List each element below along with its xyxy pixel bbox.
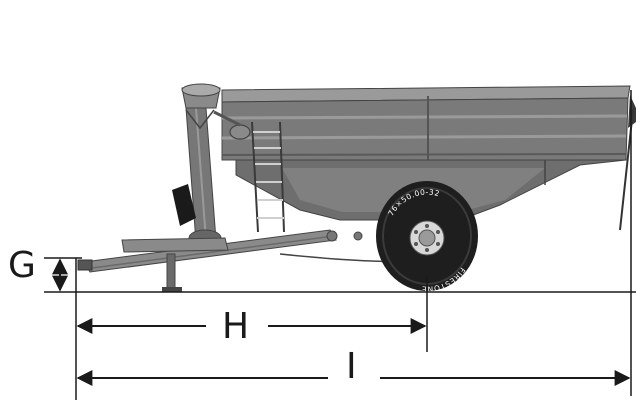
dimension-i: I [76,346,631,387]
side-ladder [251,121,285,233]
dimension-h: H [76,306,427,347]
hitch-tongue [77,229,421,292]
dimension-h-label: H [222,306,249,347]
dimension-g-label: G [8,245,36,286]
dimension-annotations: G H I [8,90,636,400]
dimension-i-label: I [346,346,357,387]
wheel-rim [409,220,445,256]
auger-assembly [172,83,241,247]
wheel: 76×50.00-32 FIRESTONE [376,181,478,294]
grain-cart-illustration: 76×50.00-32 FIRESTONE [77,83,636,294]
dimension-g: G [8,245,68,292]
